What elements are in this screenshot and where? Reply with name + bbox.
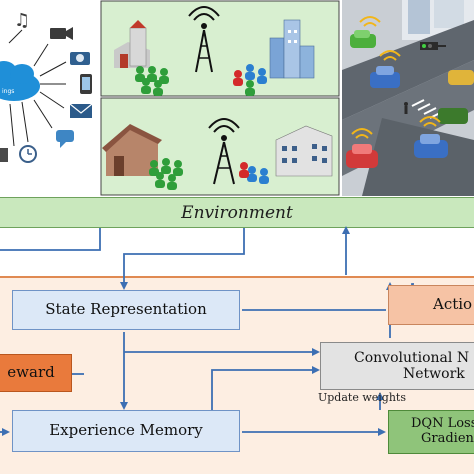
chat-bubble-icon [56, 130, 74, 148]
reward-box: eward [0, 354, 72, 392]
dqn-title-line: DQN Loss [411, 416, 474, 432]
buildings-icon [114, 20, 150, 68]
alarm-clock-icon [19, 145, 37, 163]
photo-camera-icon [70, 52, 90, 65]
house-icon [102, 124, 162, 176]
cellular-towers-illustration [100, 0, 340, 196]
music-note-icon: ♫ [14, 10, 30, 31]
cnn-box: Convolutional N Network [320, 342, 474, 390]
action-box: Actio [388, 285, 474, 325]
skyscrapers-icon [269, 19, 315, 79]
environment-bar: Environment [0, 197, 474, 228]
car-icon [414, 134, 448, 158]
cloud-icon [0, 61, 40, 101]
car-icon [346, 144, 378, 168]
cell-tower-icon [208, 118, 240, 185]
wifi-signal-icon [351, 16, 441, 139]
car-icon [350, 30, 376, 48]
experience-memory-box: Experience Memory [12, 410, 240, 452]
smartphone-icon [80, 74, 92, 94]
car-icon [370, 66, 400, 88]
device-icon [0, 148, 8, 162]
update-weights-label: Update weights [318, 391, 406, 404]
cloud-label: ings [2, 88, 14, 95]
office-building-icon [275, 125, 333, 177]
traffic-light-icon [420, 42, 446, 50]
iot-devices-panel: ings ♫ [0, 0, 98, 196]
dqn-loss-box: DQN Loss Gradien [388, 410, 474, 454]
cnn-title-line: Convolutional N [354, 349, 470, 366]
video-camera-icon [50, 27, 73, 40]
state-representation-box: State Representation [12, 290, 240, 330]
iot-devices-illustration: ings ♫ [0, 0, 98, 196]
dqn-subtitle-line: Gradien [421, 431, 474, 446]
cnn-subtitle-line: Network [403, 366, 465, 382]
reward-feedback-arrow [0, 228, 101, 251]
svg-text:♫: ♫ [14, 10, 30, 31]
smart-traffic-panel [342, 0, 474, 196]
pedestrian-icon [404, 102, 408, 114]
users-group-icon [135, 64, 267, 96]
cellular-network-panel [100, 0, 340, 196]
smart-traffic-illustration [342, 0, 474, 196]
mail-icon [69, 103, 93, 118]
users-group-icon [149, 158, 269, 190]
car-icon [448, 70, 474, 85]
car-icon [438, 108, 468, 124]
cell-tower-icon [188, 6, 220, 73]
